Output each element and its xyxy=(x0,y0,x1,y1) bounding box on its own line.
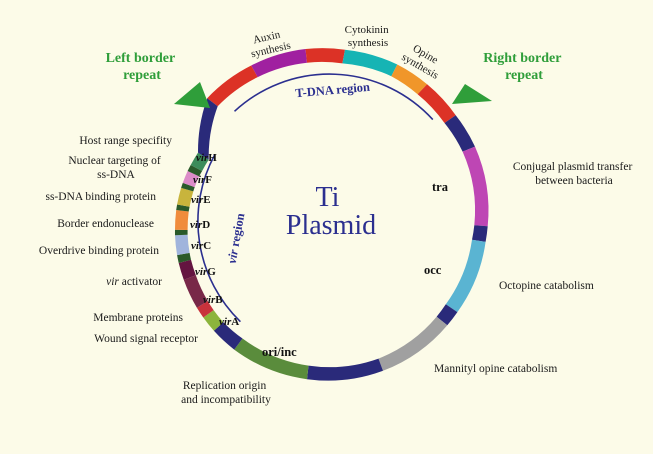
overdrive-binding-label: Overdrive binding protein xyxy=(39,245,159,257)
segment-virG xyxy=(178,259,196,280)
vir-region-arc xyxy=(197,154,241,323)
ori-inc-label: ori/inc xyxy=(262,345,297,359)
segment-navy-bottom-left xyxy=(213,322,243,350)
virH-label: virH xyxy=(196,152,217,164)
tra-label: tra xyxy=(432,180,449,194)
segment-opine xyxy=(391,64,428,95)
tdna-region-arc xyxy=(233,73,434,121)
segment-navy-right-upper xyxy=(444,115,475,152)
ssdna-binding-label: ss-DNA binding protein xyxy=(45,191,156,203)
segment-virB xyxy=(183,275,208,308)
mannityl-catabolism-label: Mannityl opine catabolism xyxy=(434,363,557,375)
segment-virE-dark xyxy=(176,204,190,212)
virB-label: virB xyxy=(203,294,223,306)
cytokinin-synthesis-label: Cytokinin synthesis xyxy=(345,24,392,49)
host-range-label: Host range specifity xyxy=(79,135,172,147)
membrane-proteins-label: Membrane proteins xyxy=(93,312,183,324)
segment-virH xyxy=(190,152,209,171)
virD-label: virD xyxy=(190,219,210,231)
occ-label: occ xyxy=(424,263,442,277)
vir-region-label: vir region xyxy=(225,212,248,265)
conjugal-transfer-label: Conjugal plasmid transfer between bacter… xyxy=(513,161,635,187)
segment-virA-red xyxy=(196,301,214,318)
plasmid-title: Ti Plasmid xyxy=(286,182,376,241)
segment-virH-dark xyxy=(187,165,203,177)
segment-virD-dark xyxy=(174,229,188,236)
left-border-triangle xyxy=(174,82,210,108)
segment-tra xyxy=(462,146,489,227)
segment-navy-right-mid xyxy=(472,225,488,242)
left-border-label: Left border repeat xyxy=(106,51,179,83)
right-border-label: Right border repeat xyxy=(483,51,564,83)
virE-label: virE xyxy=(191,194,211,206)
virG-label: virG xyxy=(195,266,216,278)
plasmid-ring xyxy=(174,48,489,381)
right-border-triangle xyxy=(452,84,492,104)
segment-tdna-mid-red xyxy=(305,48,345,64)
segment-navy-right-lower xyxy=(436,304,458,326)
segment-virD xyxy=(174,210,189,230)
segment-mannityl xyxy=(378,316,448,371)
segment-virC-dark xyxy=(177,252,191,263)
wound-signal-label: Wound signal receptor xyxy=(94,333,198,345)
segment-occ xyxy=(445,239,486,313)
segment-tdna-right-red xyxy=(417,84,456,123)
virC-label: virC xyxy=(191,240,211,252)
segment-cytokinin xyxy=(342,49,398,77)
segment-virF xyxy=(182,171,200,188)
tdna-region-label: T-DNA region xyxy=(295,80,371,100)
vir-activator-label: vir activator xyxy=(106,276,162,288)
segment-tdna-left-red xyxy=(207,65,258,107)
replication-origin-label: Replication origin and incompatibility xyxy=(181,380,271,406)
segment-navy-left-upper xyxy=(197,98,218,160)
segment-virA xyxy=(203,310,224,331)
segment-navy-bottom xyxy=(307,358,383,381)
segment-auxin xyxy=(251,49,307,78)
virA-label: virA xyxy=(219,316,239,328)
segment-virF-dark xyxy=(181,182,195,192)
nuclear-targeting-label: Nuclear targeting of ss-DNA xyxy=(68,155,163,181)
octopine-catabolism-label: Octopine catabolism xyxy=(499,280,594,292)
segment-virE xyxy=(177,187,194,207)
segment-virC xyxy=(175,234,190,256)
virF-label: virF xyxy=(193,174,212,186)
border-endonuclease-label: Border endonuclease xyxy=(57,218,154,230)
segment-ori-inc xyxy=(234,338,309,380)
